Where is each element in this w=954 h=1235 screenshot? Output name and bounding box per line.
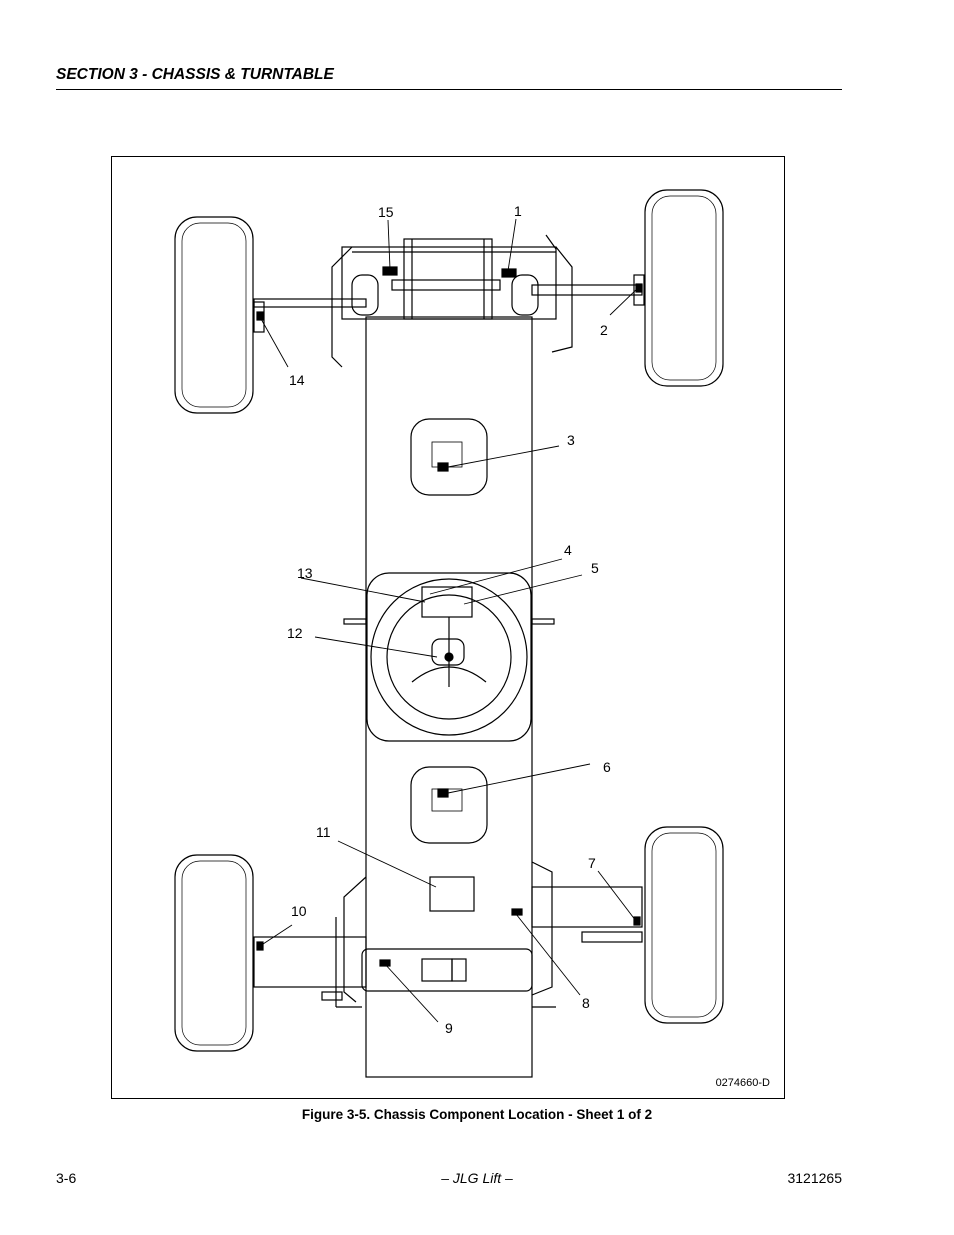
header-rule xyxy=(56,89,842,90)
callout-9: 9 xyxy=(445,1020,453,1036)
component-2 xyxy=(635,283,643,293)
callout-11: 11 xyxy=(316,824,331,840)
callout-7: 7 xyxy=(588,855,596,871)
callout-6: 6 xyxy=(603,759,611,775)
tire-front-right xyxy=(644,189,724,387)
component-6 xyxy=(437,788,449,798)
callout-4: 4 xyxy=(564,542,572,558)
figure-caption: Figure 3-5. Chassis Component Location -… xyxy=(301,1107,653,1122)
callout-8: 8 xyxy=(582,995,590,1011)
callout-2: 2 xyxy=(600,322,608,338)
component-8 xyxy=(511,908,523,916)
tire-rear-left xyxy=(174,854,254,1052)
component-3 xyxy=(437,462,449,472)
callout-15: 15 xyxy=(378,204,394,220)
tire-rear-right xyxy=(644,826,724,1024)
page-number: 3-6 xyxy=(56,1170,77,1186)
callout-12: 12 xyxy=(287,625,303,641)
callout-1: 1 xyxy=(514,203,522,219)
leader-lines xyxy=(259,218,639,1023)
chassis-frame xyxy=(365,316,533,1078)
callout-5: 5 xyxy=(591,560,599,576)
callout-10: 10 xyxy=(291,903,307,919)
drawing-number: 0274660-D xyxy=(715,1077,770,1089)
rear-opening xyxy=(410,766,488,844)
front-axle xyxy=(253,234,645,368)
component-9 xyxy=(379,959,391,967)
chassis-figure: 15 1 2 3 4 5 13 12 6 11 7 10 8 9 14 0274… xyxy=(111,156,785,1099)
callout-13: 13 xyxy=(297,565,313,581)
component-7 xyxy=(633,916,641,926)
section-title: SECTION 3 - CHASSIS & TURNTABLE xyxy=(56,66,334,83)
front-opening xyxy=(410,418,488,496)
manual-number: 3121265 xyxy=(787,1170,842,1186)
turntable-bearing xyxy=(343,572,555,742)
rear-axle xyxy=(253,861,643,1008)
callout-14: 14 xyxy=(289,372,305,388)
component-1 xyxy=(501,268,517,278)
chassis-drawing xyxy=(174,189,724,1078)
callout-3: 3 xyxy=(567,432,575,448)
publisher-footer: – JLG Lift – xyxy=(441,1170,513,1186)
component-box xyxy=(429,876,475,912)
tire-front-left xyxy=(174,216,254,414)
component-14 xyxy=(256,311,264,321)
